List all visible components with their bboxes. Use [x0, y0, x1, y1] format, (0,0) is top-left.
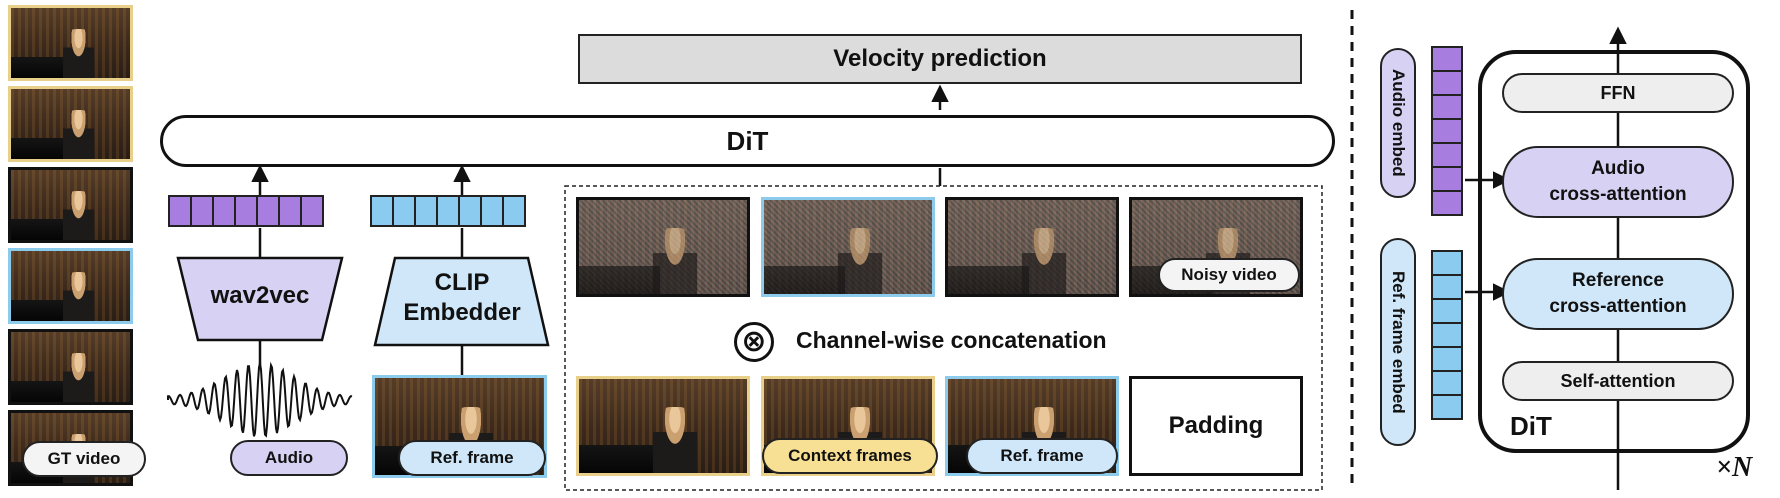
- context-frames-label: Context frames: [762, 438, 938, 474]
- ffn-box: FFN: [1502, 73, 1734, 113]
- ref-frame-embed-label: Ref. frame embed: [1380, 238, 1416, 446]
- audio-embed-token: [1431, 94, 1463, 120]
- audio-cross-line1: Audio: [1591, 158, 1645, 179]
- clip-token: [414, 195, 438, 227]
- audio-token: [212, 195, 236, 227]
- audio-embed-tokens: [1431, 46, 1463, 216]
- ref-embed-token: [1431, 346, 1463, 372]
- audio-embed-token: [1431, 190, 1463, 216]
- ref-embed-token: [1431, 298, 1463, 324]
- clip-token: [458, 195, 482, 227]
- clip-label-line1: CLIP: [434, 269, 490, 296]
- audio-token: [190, 195, 214, 227]
- audio-embed-token: [1431, 166, 1463, 192]
- ref-embed-token: [1431, 274, 1463, 300]
- noisy-frame-2: [761, 197, 935, 297]
- self-attention-box: Self-attention: [1502, 361, 1734, 401]
- noisy-video-label: Noisy video: [1158, 258, 1300, 292]
- circle-times-icon: ⊗: [734, 322, 774, 362]
- clip-label-line2: Embedder: [403, 299, 521, 326]
- audio-token: [168, 195, 192, 227]
- gt-frame-4: [8, 248, 133, 324]
- ref-embed-token: [1431, 394, 1463, 420]
- repeat-n-label: ×N: [1716, 452, 1753, 483]
- clip-token: [392, 195, 416, 227]
- audio-token: [234, 195, 258, 227]
- audio-cross-attention-box: Audio cross-attention: [1502, 146, 1734, 218]
- clip-token: [370, 195, 394, 227]
- gt-frame-2: [8, 86, 133, 162]
- gt-frame-3: [8, 167, 133, 243]
- ref-embed-tokens: [1431, 250, 1463, 420]
- ref-cross-line2: cross-attention: [1549, 296, 1687, 317]
- audio-embed-token: [1431, 142, 1463, 168]
- padding-box: Padding: [1129, 376, 1303, 476]
- noisy-frame-3: [945, 197, 1119, 297]
- velocity-prediction-box: Velocity prediction: [578, 34, 1302, 84]
- audio-cross-line2: cross-attention: [1549, 184, 1687, 205]
- clip-token: [502, 195, 526, 227]
- context-frame-1: [576, 376, 750, 476]
- audio-label: Audio: [230, 440, 348, 476]
- wav2vec-label: wav2vec: [210, 282, 310, 309]
- audio-embed-label: Audio embed: [1380, 48, 1416, 198]
- ref-embed-token: [1431, 250, 1463, 276]
- audio-token: [278, 195, 302, 227]
- audio-token: [256, 195, 280, 227]
- reference-cross-attention-box: Reference cross-attention: [1502, 258, 1734, 330]
- dit-bar: DiT: [160, 115, 1335, 167]
- audio-embed-token: [1431, 70, 1463, 96]
- concat-label: Channel-wise concatenation: [796, 327, 1107, 353]
- noisy-frame-1: [576, 197, 750, 297]
- dit-block-label: DiT: [1510, 411, 1552, 441]
- audio-embed-token: [1431, 118, 1463, 144]
- dit-block: [1478, 50, 1750, 453]
- clip-token: [480, 195, 504, 227]
- audio-token-strip: [168, 195, 324, 227]
- audio-token: [300, 195, 324, 227]
- audio-embed-text: Audio embed: [1389, 69, 1408, 177]
- gt-frame-5: [8, 329, 133, 405]
- gt-video-label: GT video: [22, 441, 146, 477]
- clip-token-strip: [370, 195, 526, 227]
- ref-frame-label-2: Ref. frame: [966, 438, 1118, 474]
- ref-cross-line1: Reference: [1572, 270, 1664, 291]
- ref-frame-embed-text: Ref. frame embed: [1389, 270, 1408, 414]
- audio-embed-token: [1431, 46, 1463, 72]
- clip-token: [436, 195, 460, 227]
- ref-frame-label: Ref. frame: [398, 440, 546, 476]
- clip-embedder-label: CLIP Embedder: [385, 268, 539, 328]
- gt-frame-1: [8, 5, 133, 81]
- ref-embed-token: [1431, 370, 1463, 396]
- ref-embed-token: [1431, 322, 1463, 348]
